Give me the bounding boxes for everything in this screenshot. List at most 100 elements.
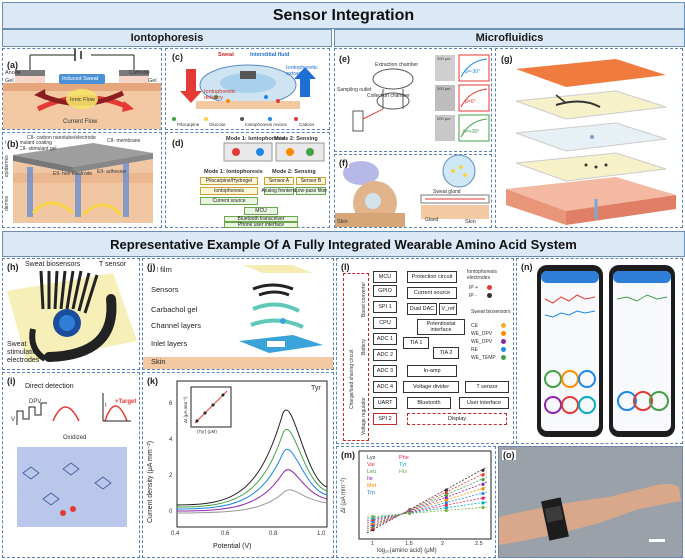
m-xtick-2: 2 <box>441 541 445 547</box>
j-layer-channel: Channel layers <box>151 321 202 330</box>
m-fit-line-phe <box>366 496 488 522</box>
m-point-his-3 <box>481 505 485 510</box>
panel-g-exploded-layers <box>506 59 676 225</box>
l-re: RE <box>471 347 478 353</box>
b-label-coating: CII- stimulant coating <box>5 140 52 146</box>
ionto-extraction-label: Iontophoretic extraction <box>286 65 318 77</box>
m-point-met-2 <box>444 498 448 502</box>
j-layer-gel: Carbachol gel <box>151 305 198 314</box>
j-layer-pi: PI film <box>151 265 172 274</box>
m-legend-tyr: Tyr <box>399 462 407 468</box>
l-gpio: GPIO <box>373 285 397 297</box>
m-xtick-1: 1.5 <box>405 541 413 547</box>
panel-b-illustration <box>13 143 153 223</box>
l-power-box <box>343 273 369 441</box>
l-display: Display <box>407 413 507 425</box>
l-tsensor: T sensor <box>465 381 509 393</box>
legend-cations: Cations <box>299 122 315 127</box>
h-stim-2: electrodes <box>7 357 40 364</box>
m-fit-line-ile <box>366 481 488 528</box>
panel-d-sensors <box>223 142 325 162</box>
cathode-label: Cathode <box>129 70 150 76</box>
panel-d: Mode 1: Iontophoresis Mode 2: Sensing Mo… <box>165 132 330 228</box>
panel-d-label: (d) <box>171 138 185 148</box>
m-fit-line-leu <box>366 476 488 530</box>
m-point-phe-3 <box>481 496 485 500</box>
panel-k: Tyr Potential (V) Current density (μA mm… <box>142 372 334 558</box>
l-vref: V_ref <box>439 303 457 315</box>
legend-glucose: Glucose <box>209 122 226 127</box>
panel-a-illustration <box>3 49 161 129</box>
l-boost: Boost converter <box>361 281 367 317</box>
l-inamp: In-amp <box>407 365 457 377</box>
current-flow-label: Current Flow <box>63 119 98 125</box>
e-outlet: Sampling outlet <box>337 87 372 93</box>
h-tsensor: T sensor <box>99 261 127 268</box>
legend-pilocarpine: Pilocarpine <box>177 122 200 127</box>
d-mode2-top: Mode 2: Sensing <box>274 136 318 142</box>
m-point-tyr-3 <box>481 501 485 505</box>
panel-j-layers <box>143 265 333 369</box>
panel-i: Direct detection DPV V I Oxidized +Targe… <box>2 372 140 558</box>
k-inset-y: ΔI (μA mm⁻²) <box>183 396 188 423</box>
m-fit-line-his <box>366 506 488 518</box>
panel-k-dpv-chart <box>176 380 328 528</box>
m-point-leu-3 <box>481 478 485 482</box>
d-right-item-3: Low-pass filter <box>294 187 328 195</box>
section-title-sensor-integration: Sensor Integration <box>2 2 685 29</box>
d-mode2: Mode 2: Sensing <box>272 169 316 175</box>
m-fit-line-trp <box>366 491 488 524</box>
b-label-membrane: CII- membrane <box>107 138 141 144</box>
panel-h-label: (h) <box>6 262 20 272</box>
panel-i-label: (i) <box>6 376 17 386</box>
section-title-representative-example: Representative Example Of A Fully Integr… <box>2 231 685 257</box>
m-point-phe-2 <box>444 503 448 507</box>
l-ip-minus: IP - <box>469 293 477 299</box>
m-point-ile-2 <box>444 496 448 500</box>
b-label-cnt: CII- carbon nanotube/electrode <box>27 135 96 141</box>
interstitial-label: Interstitial fluid <box>250 52 290 58</box>
k-ytick-2: 4 <box>169 437 173 443</box>
m-point-val-2 <box>444 491 448 495</box>
l-tia2: TIA 2 <box>433 347 459 359</box>
panel-f-illustration <box>335 154 490 227</box>
l-re-dot <box>501 347 506 352</box>
induced-sweat-label: Induced Sweat <box>62 76 99 82</box>
m-legend-val: Val <box>367 462 375 468</box>
m-ylabel: ΔI (μA mm⁻²) <box>341 477 347 513</box>
k-xlabel: Potential (V) <box>213 543 252 550</box>
j-layer-inlet: Inlet layers <box>151 339 188 348</box>
l-dual-dac: Dual DAC <box>407 303 437 315</box>
h-stim-0: Sweat <box>7 341 27 348</box>
m-legend-his: His <box>399 469 407 475</box>
m-xtick-3: 2.5 <box>475 541 483 547</box>
k-ytick-1: 2 <box>169 473 173 479</box>
b-label-gel: CII- stimulant gel <box>19 146 57 152</box>
panel-n <box>516 258 683 444</box>
l-charge: Charge/load sharing circuit <box>349 349 355 409</box>
panel-g-label: (g) <box>500 54 514 64</box>
l-user-interface: User interface <box>459 397 509 409</box>
d-mode1-top: Mode 1: Iontophoresis <box>226 136 285 142</box>
e-scale-0: 200 μm <box>437 56 451 61</box>
d-left-item-1: Iontophoresis <box>200 187 258 195</box>
e-beta-1: β=-30° <box>465 69 481 75</box>
l-tia1: TIA 1 <box>403 337 429 349</box>
k-ylabel: Current density (μA mm⁻²) <box>147 440 154 523</box>
e-extraction: Extraction chamber <box>375 62 419 68</box>
e-collection: Collection chamber <box>367 93 410 99</box>
panel-l-label: (l) <box>340 262 351 272</box>
d-mode1: Mode 1: Iontophoresis <box>204 169 263 175</box>
m-point-trp-2 <box>444 501 448 505</box>
l-we-temp-dot <box>501 355 506 360</box>
l-we-dpv-2-dot <box>501 339 506 344</box>
k-ytick-0: 0 <box>169 509 173 515</box>
m-point-his-2 <box>444 508 448 513</box>
panel-e-label: (e) <box>338 54 351 64</box>
l-we-dpv-2: WE_DPV <box>471 339 493 345</box>
panel-e: Extraction chamber Collection chamber Sa… <box>334 48 492 152</box>
m-fit-line-tyr <box>366 501 488 520</box>
panel-o <box>498 446 683 558</box>
i-direct: Direct detection <box>25 383 74 390</box>
l-we-temp: WE_TEMP <box>471 355 496 361</box>
